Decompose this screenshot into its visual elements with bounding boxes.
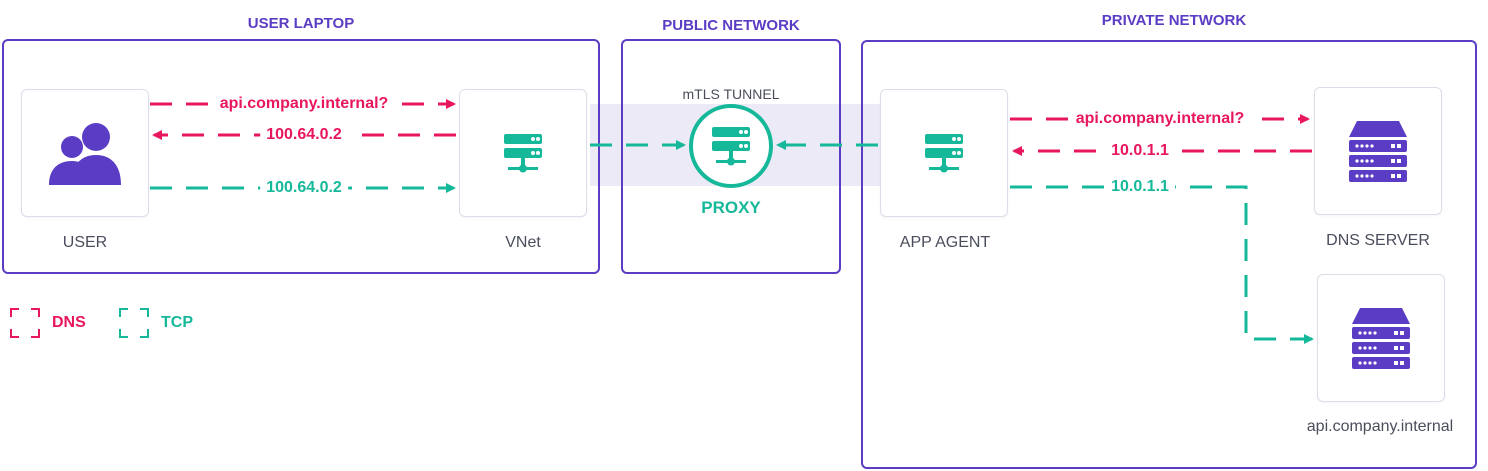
- legend-label-tcp: TCP: [161, 314, 193, 331]
- edge-agent-to-api-tcp: [1010, 185, 1314, 344]
- node-user[interactable]: [21, 89, 149, 217]
- label-vnet: VNet: [505, 234, 541, 251]
- tcp-bracket-icon: [119, 308, 149, 338]
- network-server-icon: [712, 127, 750, 166]
- server-rack-icon: [1349, 121, 1407, 182]
- legend-tcp: TCP: [119, 308, 193, 338]
- edge-label-user-to-vnet-tcp: 100.64.0.2: [260, 178, 348, 198]
- label-user: USER: [62, 234, 108, 251]
- network-server-icon: [925, 134, 963, 173]
- server-rack-icon: [1352, 308, 1410, 369]
- node-app-agent[interactable]: [880, 89, 1008, 217]
- zone-public-network: [621, 39, 841, 274]
- node-proxy[interactable]: [689, 104, 773, 188]
- zone-title-public-network: PUBLIC NETWORK: [662, 17, 800, 34]
- dns-bracket-icon: [10, 308, 40, 338]
- legend-dns: DNS: [10, 308, 86, 338]
- label-proxy: PROXY: [701, 198, 761, 217]
- edge-label-agent-to-api-tcp: 10.0.1.1: [1105, 177, 1175, 197]
- node-dns-server[interactable]: [1314, 87, 1442, 215]
- edge-label-agent-to-dns: api.company.internal?: [1069, 109, 1251, 129]
- label-dns-server: DNS SERVER: [1326, 232, 1430, 249]
- edge-label-user-to-vnet-dns: api.company.internal?: [213, 94, 395, 114]
- node-api-host[interactable]: [1317, 274, 1445, 402]
- zone-user-laptop: [2, 39, 600, 274]
- legend-label-dns: DNS: [52, 314, 86, 331]
- edge-label-vnet-to-user-dns: 100.64.0.2: [260, 125, 348, 145]
- zone-title-user-laptop: USER LAPTOP: [247, 15, 355, 32]
- edge-label-dns-to-agent: 10.0.1.1: [1105, 141, 1175, 161]
- zone-title-private-network: PRIVATE NETWORK: [1101, 12, 1247, 29]
- network-server-icon: [504, 134, 542, 173]
- users-icon: [49, 123, 121, 185]
- label-app-agent: APP AGENT: [899, 234, 991, 251]
- label-api-host: api.company.internal: [1306, 418, 1454, 435]
- label-mtls-tunnel: mTLS TUNNEL: [682, 86, 780, 102]
- node-vnet[interactable]: [459, 89, 587, 217]
- zone-private-network: [861, 40, 1477, 469]
